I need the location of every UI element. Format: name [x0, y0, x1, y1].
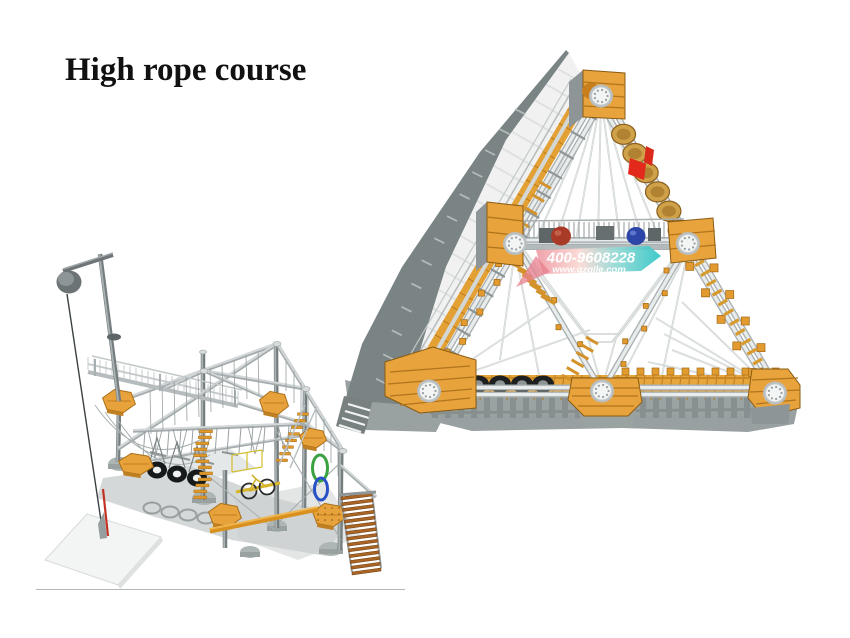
svg-text:www.gzqile.com: www.gzqile.com	[552, 265, 626, 276]
svg-text:400-9608228: 400-9608228	[546, 250, 636, 267]
